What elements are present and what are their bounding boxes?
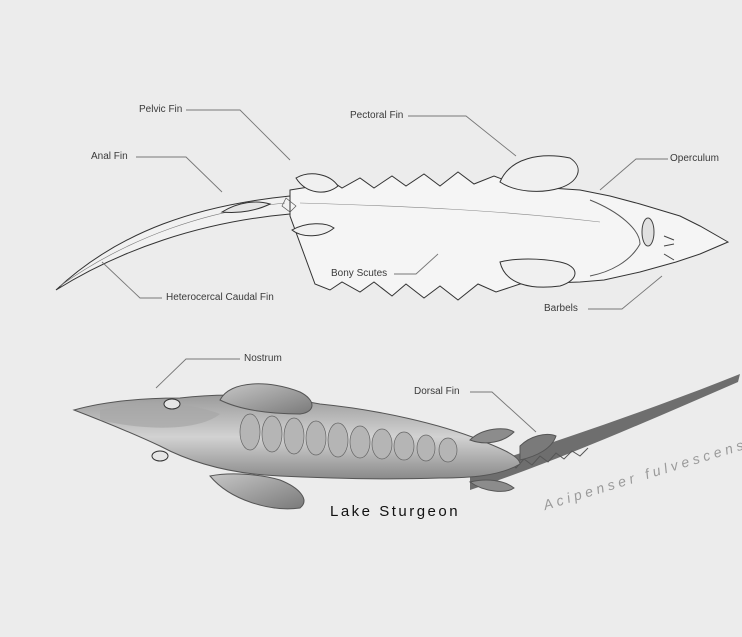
- heterocercal-caudal-fin-label: Heterocercal Caudal Fin: [166, 292, 274, 303]
- barbels-leader: [588, 276, 662, 309]
- dorsal-pelvic-fin-top: [470, 429, 514, 443]
- bony-scutes-label: Bony Scutes: [331, 268, 387, 279]
- dorsal-fin-label: Dorsal Fin: [414, 386, 460, 397]
- dorsal-pelvic-fin-bottom: [470, 480, 514, 491]
- nostrum-leader: [156, 359, 240, 388]
- pectoral-fin-leader: [408, 116, 516, 156]
- ventral-view-sketch: [56, 156, 728, 300]
- dorsal-eye-top: [164, 399, 180, 409]
- pelvic-fin-leader: [186, 110, 290, 160]
- dorsal-fin-leader: [470, 392, 536, 432]
- dorsal-eye-bottom: [152, 451, 168, 461]
- operculum-leader: [600, 159, 668, 190]
- dorsal-pectoral-fin-bottom: [210, 474, 304, 509]
- anal-fin-label: Anal Fin: [91, 151, 128, 162]
- operculum-label: Operculum: [670, 153, 719, 164]
- ventral-body: [290, 172, 728, 300]
- caudal-fin-leader: [102, 262, 162, 298]
- nostrum-label: Nostrum: [244, 353, 282, 364]
- pectoral-fin-label: Pectoral Fin: [350, 110, 403, 121]
- common-name-title: Lake Sturgeon: [330, 503, 460, 520]
- pelvic-fin-label: Pelvic Fin: [139, 104, 182, 115]
- anal-fin-leader: [136, 157, 222, 192]
- ventral-pectoral-fin-top: [500, 156, 578, 192]
- barbels-label: Barbels: [544, 303, 578, 314]
- dorsal-view-render: [74, 374, 740, 509]
- ventral-tail: [56, 196, 290, 290]
